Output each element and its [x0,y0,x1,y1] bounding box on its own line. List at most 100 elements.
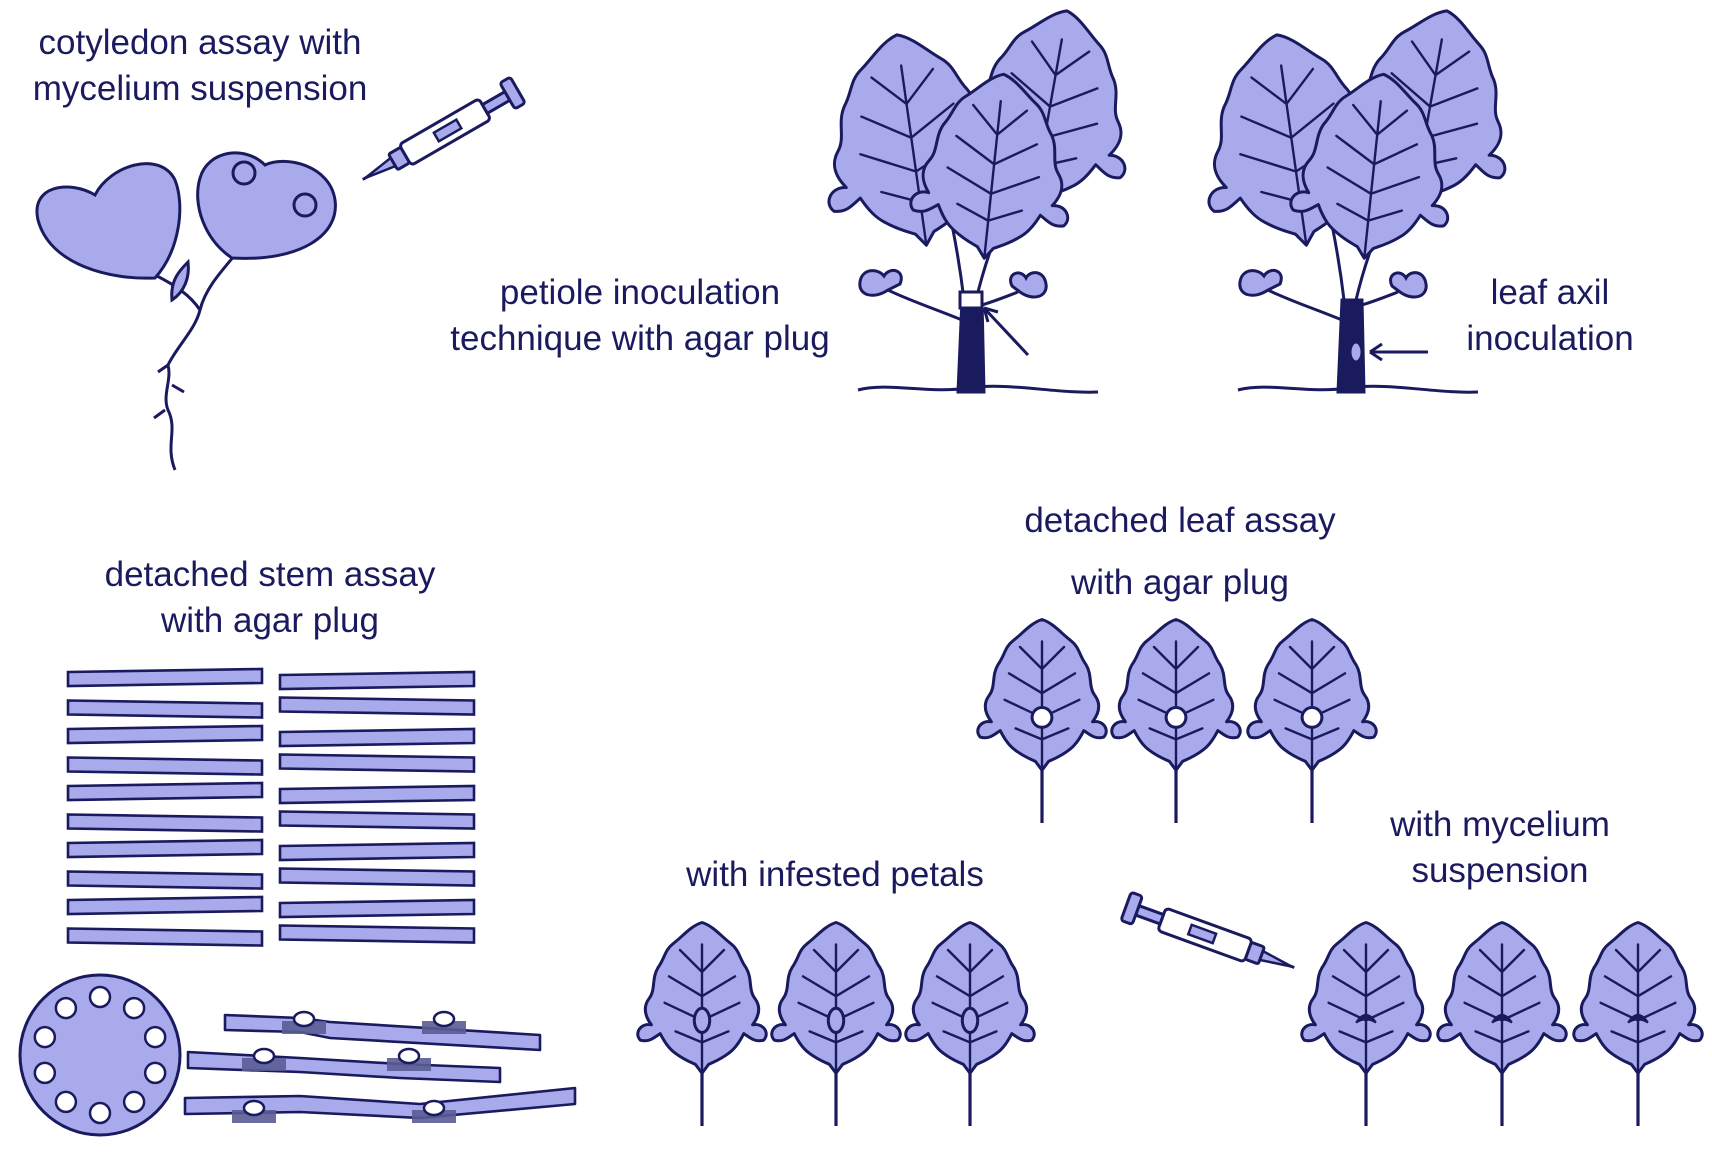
label-with-agar-plug: with agar plug [1071,563,1289,602]
stem-cross-section [88,985,112,1009]
petioles [1267,288,1399,322]
small-leaf [1389,271,1428,299]
whole-plant-icon [1207,9,1507,394]
detached-leaf-icon [770,920,902,1127]
agar-plug [292,1010,316,1028]
label-petiole-line2: technique with agar plug [450,319,830,358]
plant-leaf [1289,72,1450,260]
agar-plug [432,1010,456,1028]
stem-cross-section [143,1025,167,1049]
detached-leaf-icon [1572,920,1704,1127]
syringe-window [1186,923,1218,945]
stem-segment [278,696,476,716]
agar-plug [1300,706,1324,729]
leaf-veins [946,99,1041,260]
lesion [422,1021,466,1034]
stem-segment [66,756,264,776]
label-mycelium-line1: with mycelium [1390,805,1610,844]
label-detached-leaf-assay: detached leaf assay [1024,501,1336,540]
lesion [282,1021,326,1034]
inoculation-spot [292,192,318,218]
leaf-veins [1003,640,1081,772]
stem-cross-section [143,1061,167,1085]
stem-segment [66,927,264,947]
stem-segment [278,867,476,887]
syringe-plunger [1133,903,1166,926]
detached-leaf-icon [904,920,1036,1127]
syringe-icon [1120,891,1295,969]
cotyledon-right [196,151,337,260]
stem-segment [278,841,476,862]
agar-plug [422,1099,446,1117]
axil-inoculum [1348,340,1364,364]
leaf-veins [1599,943,1677,1075]
detached-leaf-icon [636,920,768,1127]
leaf-veins [1327,943,1405,1075]
infested-petal [692,1006,712,1034]
detached-leaf-icon [1300,920,1432,1127]
stem-segment [278,727,476,748]
arrow-head [982,306,999,323]
stem-cross-section [54,1090,78,1114]
small-leaf [1009,271,1048,299]
whole-plant-icon [827,9,1127,394]
detached-leaf-icon [1110,617,1242,824]
cotyledon-left [35,162,182,280]
syringe-thumb [499,76,526,110]
lesion [412,1110,456,1123]
label-axil-line2: inoculation [1466,319,1634,358]
stem-cross-section [33,1025,57,1049]
syringe-window [432,117,464,144]
stem-segment [278,753,476,773]
cotyledon-seedling-icon [35,151,337,471]
label-leaf-axil-inoculation: leaf axil inoculation [1440,270,1660,362]
stem-cross-section [33,1061,57,1085]
leaf-veins [1463,943,1541,1075]
petri-dish-icon [18,973,182,1137]
small-leaf [858,268,903,297]
root-hairs [153,363,185,420]
label-detached-stem-assay: detached stem assay with agar plug [90,552,450,644]
stem-segment [278,670,476,691]
label-stem-line2: with agar plug [161,601,379,640]
detached-leaf-icon [1436,920,1568,1127]
stem-segment [66,724,264,745]
inoculated-stem [183,1086,577,1120]
mycelium-drop [1491,1013,1513,1024]
label-cotyledon-assay: cotyledon assay with mycelium suspension [20,20,380,112]
lesion [242,1058,286,1071]
stem-segment [66,699,264,719]
plant-leaf [909,72,1070,260]
label-petiole-line1: petiole inoculation [499,273,781,312]
stem-cross-section [54,996,78,1020]
petioles [887,288,1019,322]
stem-cross-section [122,1090,146,1114]
small-leaf [1238,268,1283,297]
main-stem [956,298,986,394]
syringe-icon [361,76,526,181]
agar-plug [1164,706,1188,729]
arrow-icon [1369,342,1428,362]
lesion [232,1110,276,1123]
agar-plug [1030,706,1054,729]
inoculated-stem [223,1013,542,1052]
stem-cross-section [88,1101,112,1125]
stem-segment [66,781,264,802]
stem-segment [66,895,264,916]
agar-plug [252,1047,276,1065]
label-with-infested-petals: with infested petals [686,855,984,894]
arrow-icon [982,306,1030,357]
inoculation-spot [231,160,257,186]
stem-segment [278,810,476,830]
detached-leaf-icon [1246,617,1378,824]
label-petiole-inoculation: petiole inoculation technique with agar … [430,270,850,362]
stem-segment [66,813,264,833]
inoculated-stem [186,1050,502,1084]
mycelium-drop [1627,1013,1649,1024]
true-leaf [170,258,190,303]
stem-cross-section [122,996,146,1020]
stem-segment [66,838,264,859]
leaf-veins [1273,640,1351,772]
arrow-shaft [982,306,1030,357]
